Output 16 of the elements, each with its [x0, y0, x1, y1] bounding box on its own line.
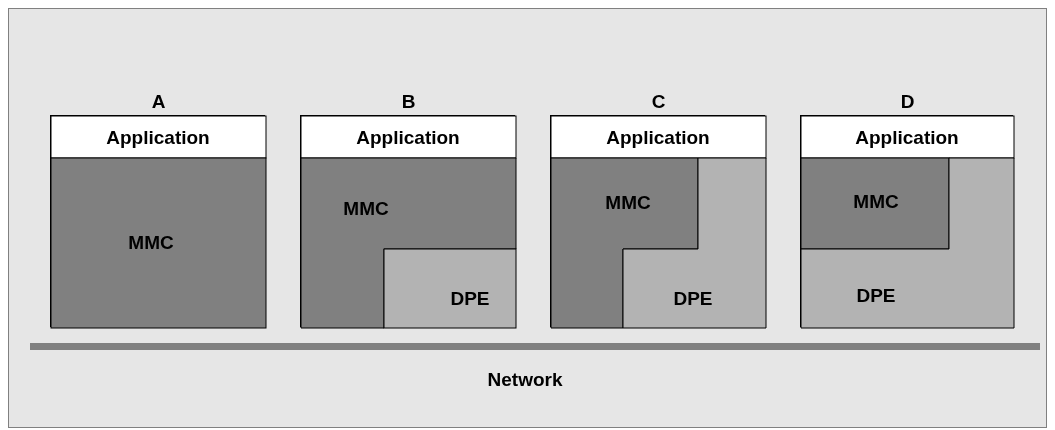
layer-label: MMC: [853, 191, 899, 213]
layer-label: DPE: [673, 288, 713, 310]
layer-label: MMC: [605, 192, 651, 214]
layer-label: DPE: [450, 288, 490, 310]
column-heading: C: [651, 91, 666, 113]
column-heading: D: [900, 91, 915, 113]
layer-label: DPE: [856, 285, 896, 307]
layer-label: Application: [356, 127, 460, 149]
column-heading: B: [401, 91, 416, 113]
network-label: Network: [487, 369, 563, 391]
layer-label: Application: [855, 127, 959, 149]
layer-label: Application: [606, 127, 710, 149]
layer-label: MMC: [128, 232, 174, 254]
layer-label: Application: [106, 127, 210, 149]
layer-label: MMC: [343, 198, 389, 220]
column-heading: A: [151, 91, 166, 113]
